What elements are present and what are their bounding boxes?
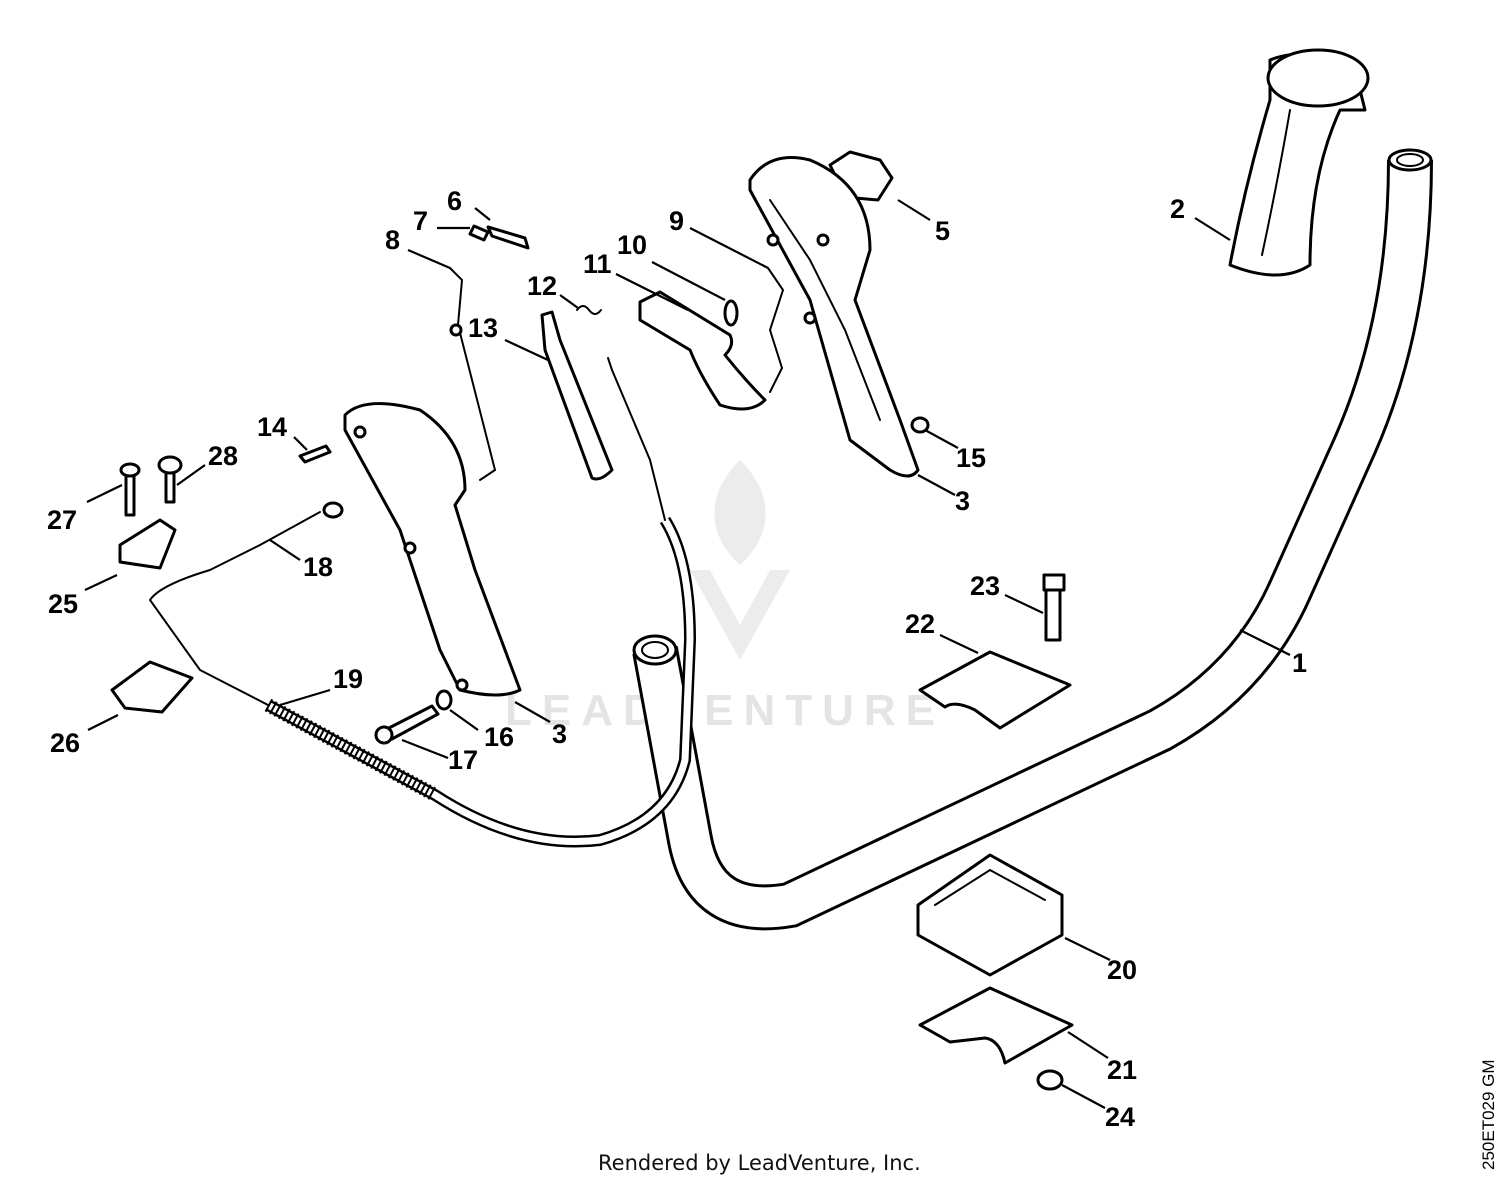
screw-23 [1042,573,1066,642]
screw-28 [157,455,183,504]
callout-27: 27 [47,505,77,535]
screw-27 [119,462,141,517]
clamp-lower-21 [918,986,1074,1065]
callout-11: 11 [583,249,612,279]
drawing-code: 250ET029 GM [1479,1059,1498,1170]
nut-24 [1036,1069,1064,1091]
leader-lines [84,199,1291,1109]
ring-8 [449,323,463,337]
clamp-block-20 [916,853,1064,977]
callout-13: 13 [468,313,498,343]
holder-26 [110,660,194,714]
spring-12 [576,305,602,315]
callout-12: 12 [527,271,557,301]
callout-1: 1 [1292,648,1307,678]
callout-5: 5 [935,216,950,246]
clamp-upper-22 [918,650,1072,730]
callout-9: 9 [669,206,684,236]
screw-7 [468,224,490,242]
callout-26: 26 [50,728,80,758]
callout-24: 24 [1105,1102,1135,1132]
leadventure-watermark: LEADVENTURE [505,460,945,735]
callout-14: 14 [257,412,287,442]
torsion-spring-9 [767,267,785,393]
callout-21: 21 [1107,1055,1137,1085]
grip-sleeve [1228,48,1370,277]
callout-19: 19 [333,664,363,694]
callout-3a: 3 [552,719,567,749]
callout-6: 6 [447,186,462,216]
callout-10: 10 [617,230,647,260]
throttle-cable [148,357,697,848]
handle-housing-left [343,402,522,697]
callout-20: 20 [1107,955,1137,985]
nut-15 [910,416,930,434]
callout-15: 15 [956,443,986,473]
throttle-trigger [638,290,767,411]
callout-3b: 3 [955,486,970,516]
callout-18: 18 [303,552,333,582]
interlock-lever [540,310,614,481]
handlebar-tube [632,148,1433,931]
washer-16 [435,689,453,711]
slide-6 [486,225,530,250]
callout-8: 8 [385,225,400,255]
callout-23: 23 [970,571,1000,601]
spring-10 [723,299,739,327]
holder-25 [118,518,177,570]
screw-14 [298,444,332,464]
handle-housing-right [748,156,920,478]
callout-16: 16 [484,722,514,752]
callout-7: 7 [413,206,428,236]
watermark-text: LEADVENTURE [505,686,945,735]
callout-25: 25 [48,589,78,619]
callout-2: 2 [1170,194,1185,224]
callout-labels: 1 2 3 3 5 6 7 8 9 10 11 12 13 14 15 16 1… [47,186,1307,1132]
callout-17: 17 [448,745,478,775]
footer-credit: Rendered by LeadVenture, Inc. [598,1151,921,1175]
screw-17 [374,704,440,745]
callout-22: 22 [905,609,935,639]
callout-28: 28 [208,441,238,471]
